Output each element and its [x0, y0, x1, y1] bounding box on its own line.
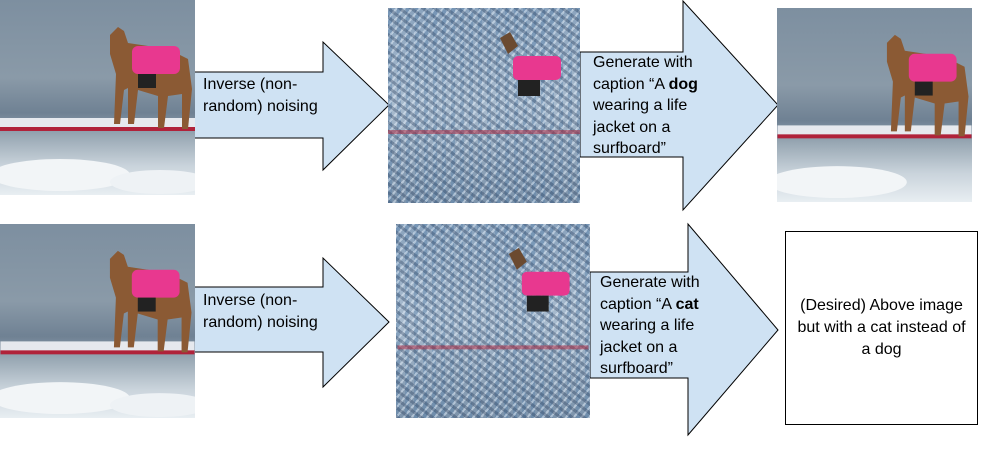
noised-latent-image-row1	[388, 8, 580, 203]
dog-on-surfboard-image	[0, 250, 195, 418]
arrow-generate-row2	[589, 222, 779, 437]
arrow-inverse-noising-row1	[192, 40, 390, 172]
desired-output-box: (Desired) Above image but with a cat ins…	[785, 231, 978, 425]
noised-latent-image-row2	[396, 224, 590, 418]
caption-text: Generate with caption “A	[593, 54, 693, 93]
arrow2-label-row1: Generate with caption “A dog wearing a l…	[593, 52, 728, 160]
generated-dog-image	[777, 34, 972, 199]
caption-bold-word: cat	[675, 295, 699, 313]
arrow1-label-row2: Inverse (non-random) noising	[203, 292, 318, 331]
arrow1-label-row1: Inverse (non-random) noising	[203, 76, 318, 115]
caption-text: Generate with caption “A	[600, 274, 700, 313]
input-dog-photo-row2	[0, 224, 195, 418]
input-dog-photo-row1	[0, 0, 195, 195]
dog-on-surfboard-image	[0, 27, 195, 194]
desired-output-text: (Desired) Above image but with a cat ins…	[797, 297, 966, 358]
caption-text-rest: wearing a life jacket on a surfboard”	[600, 317, 695, 377]
arrow2-label-row2: Generate with caption “A cat wearing a l…	[600, 272, 730, 380]
noisy-dog-image	[388, 32, 580, 134]
arrow-generate-row1	[579, 0, 779, 212]
output-dog-photo	[777, 8, 972, 202]
caption-bold-word: dog	[668, 75, 698, 93]
caption-text-rest: wearing a life jacket on a surfboard”	[593, 97, 688, 157]
noisy-dog-image	[397, 247, 589, 350]
arrow-inverse-noising-row2	[192, 256, 390, 389]
